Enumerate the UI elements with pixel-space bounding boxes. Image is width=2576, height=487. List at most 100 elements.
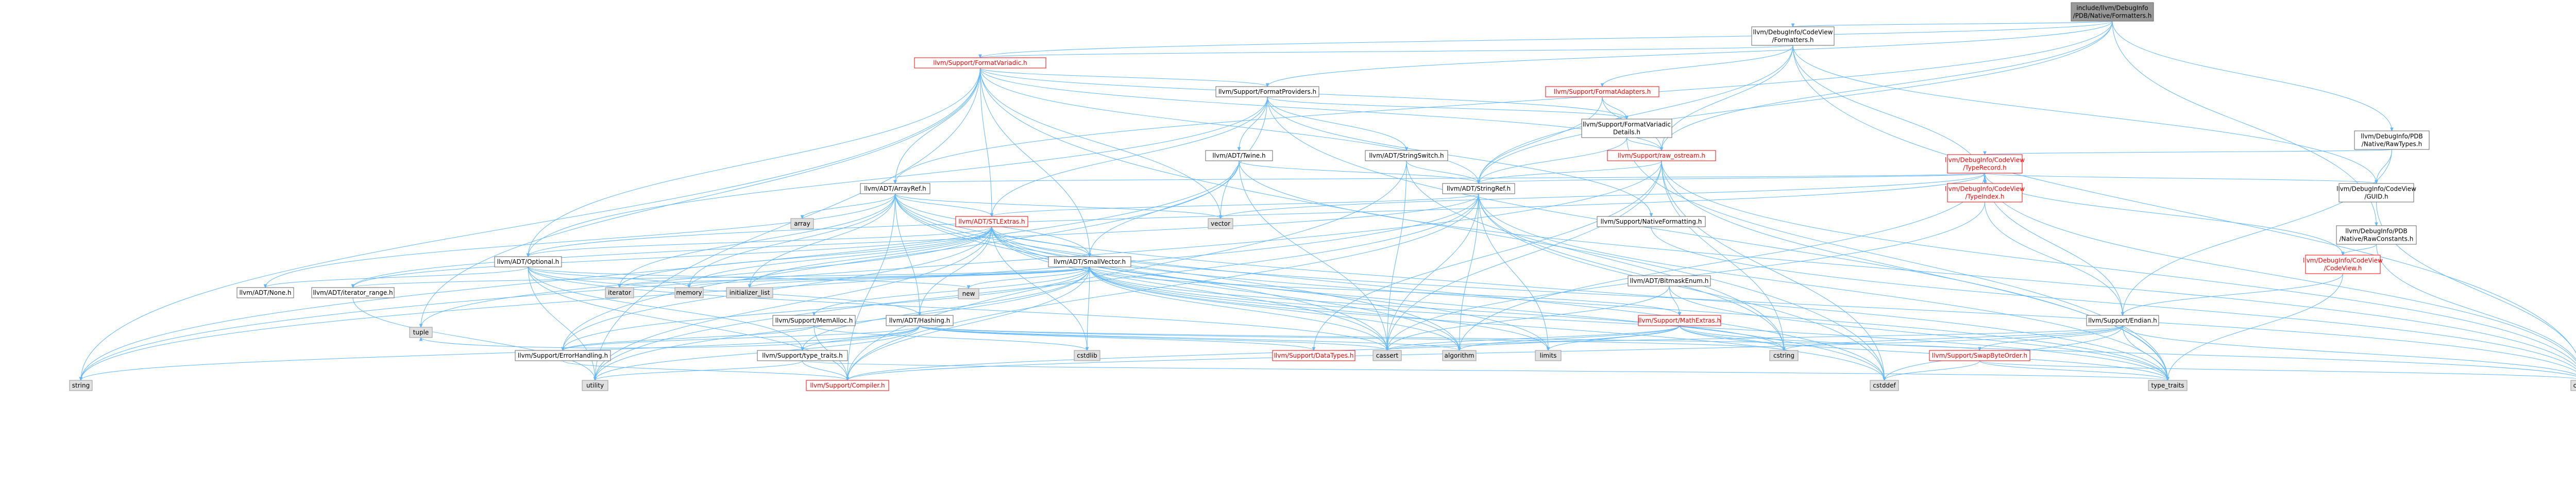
edge-smallvector-to-cstring — [1089, 266, 1784, 350]
edge-formatvariadic-to-optional — [528, 68, 980, 257]
node-nativeformatting[interactable]: llvm/Support/NativeFormatting.h — [1597, 216, 1706, 227]
node-box — [1048, 256, 1131, 267]
edge-memalloc-to-cstdlib — [814, 325, 1087, 350]
edge-smallvector-to-errorhandling — [563, 266, 1090, 350]
edge-twine-to-smallvector — [1090, 160, 1240, 257]
node-arrayref[interactable]: llvm/ADT/ArrayRef.h — [860, 183, 930, 194]
node-endian[interactable]: llvm/Support/Endian.h — [2086, 315, 2159, 326]
edge-smallvector-to-compiler — [848, 266, 1090, 380]
edge-formatvariadic-to-stlextras — [980, 68, 992, 216]
edge-stringswitch-to-compiler — [848, 160, 1407, 380]
node-hashing[interactable]: llvm/ADT/Hashing.h — [886, 315, 954, 326]
node-compiler[interactable]: llvm/Support/Compiler.h — [806, 380, 889, 391]
node-label: cstdint — [2573, 382, 2576, 389]
node-typerecord[interactable]: llvm/DebugInfo/CodeView/TypeRecord.h — [1945, 154, 2025, 174]
node-label: llvm/ADT/Optional.h — [497, 258, 559, 265]
edge-root-to-formatvariadic — [980, 21, 2113, 58]
node-cv_formatters[interactable]: llvm/DebugInfo/CodeView/Formatters.h — [1751, 26, 1835, 46]
node-box — [1870, 380, 1899, 391]
node-formatproviders[interactable]: llvm/Support/FormatProviders.h — [1215, 86, 1319, 97]
node-guid[interactable]: llvm/DebugInfo/CodeView/GUID.h — [2336, 183, 2416, 203]
node-stlextras[interactable]: llvm/ADT/STLExtras.h — [955, 216, 1028, 227]
edge-stlextras-to-smallvector — [991, 226, 1090, 257]
edge-type_traits_llvm-to-compiler — [802, 360, 848, 380]
node-type_traits_llvm[interactable]: llvm/Support/type_traits.h — [757, 350, 848, 361]
edge-memalloc-to-errorhandling — [563, 325, 815, 350]
edge-stringref-to-cstddef — [1478, 193, 1885, 380]
edge-twine-to-string — [81, 160, 1240, 380]
node-stringswitch[interactable]: llvm/ADT/StringSwitch.h — [1365, 150, 1448, 161]
node-formatadapters[interactable]: llvm/Support/FormatAdapters.h — [1545, 86, 1659, 97]
node-twine[interactable]: llvm/ADT/Twine.h — [1205, 150, 1273, 161]
node-iterator_range[interactable]: llvm/ADT/iterator_range.h — [311, 287, 395, 298]
edge-errorhandling-to-compiler — [563, 360, 848, 380]
node-box — [958, 288, 979, 299]
edge-cv_formatters-to-cstdint — [1792, 45, 2576, 354]
edge-smallvector-to-new — [969, 266, 1090, 289]
edge-arrayref-to-array — [802, 193, 895, 219]
node-box — [2338, 183, 2414, 203]
node-root[interactable]: include/llvm/DebugInfo/PDB/Native/Format… — [2071, 2, 2154, 22]
edge-arrayref-to-cassert — [895, 193, 1387, 350]
node-label: /Native/RawTypes.h — [2362, 141, 2422, 148]
node-label: llvm/Support/FormatAdapters.h — [1554, 88, 1651, 95]
node-smallvector[interactable]: llvm/ADT/SmallVector.h — [1048, 256, 1131, 267]
edge-optional-to-memory — [528, 266, 689, 288]
node-box — [1545, 86, 1659, 97]
edge-arrayref-to-algorithm — [895, 193, 1460, 350]
node-pdb_rawtypes[interactable]: llvm/DebugInfo/PDB/Native/RawTypes.h — [2354, 130, 2430, 150]
node-label: llvm/ADT/iterator_range.h — [313, 289, 393, 296]
edge-optional-to-cassert — [528, 266, 1387, 350]
edge-typerecord-to-vector — [1221, 173, 1985, 219]
edge-type_traits_llvm-to-type_traits — [802, 360, 2168, 380]
node-memalloc[interactable]: llvm/Support/MemAlloc.h — [772, 315, 856, 326]
edge-hashing-to-errorhandling — [563, 325, 920, 350]
node-algorithm: algorithm — [1442, 350, 1477, 361]
node-errorhandling[interactable]: llvm/Support/ErrorHandling.h — [515, 350, 611, 361]
edge-root-to-formatproviders — [1267, 21, 2113, 87]
node-label: /Native/RawConstants.h — [2340, 236, 2414, 243]
node-cassert: cassert — [1372, 350, 1402, 361]
node-formatvariadic[interactable]: llvm/Support/FormatVariadic.h — [914, 57, 1046, 69]
edge-root-to-stringref — [1479, 21, 2113, 183]
node-optional[interactable]: llvm/ADT/Optional.h — [494, 256, 562, 267]
node-label: /PDB/Native/Formatters.h — [2073, 12, 2152, 20]
node-datatypes[interactable]: llvm/Support/DataTypes.h — [1272, 350, 1355, 361]
edge-cv_formatters-to-guid — [1792, 45, 2377, 183]
edge-stlextras-to-utility — [595, 226, 992, 380]
node-cv_codeview[interactable]: llvm/DebugInfo/CodeView/CodeView.h — [2303, 255, 2383, 274]
node-label: cassert — [1376, 352, 1399, 359]
edge-formatvariadic-to-raw_ostream — [980, 68, 1662, 150]
edge-endian-to-cstdint — [2122, 325, 2576, 375]
edge-smallvector-to-memalloc — [814, 266, 1090, 315]
node-raw_ostream[interactable]: llvm/Support/raw_ostream.h — [1607, 150, 1716, 161]
node-label: llvm/Support/ErrorHandling.h — [518, 352, 608, 359]
node-box — [1628, 275, 1711, 287]
node-swapbyteorder[interactable]: llvm/Support/SwapByteOrder.h — [1929, 350, 2030, 361]
edge-arrayref-to-none — [265, 193, 895, 288]
node-label: llvm/ADT/ArrayRef.h — [864, 185, 926, 192]
edge-optional-to-type_traits_llvm — [528, 266, 803, 350]
node-mathextras[interactable]: llvm/Support/MathExtras.h — [1638, 315, 1721, 326]
node-label: new — [962, 290, 975, 297]
edge-formatvariadicdetails-to-raw_ostream — [1626, 137, 1662, 150]
node-pdb_rawconstants[interactable]: llvm/DebugInfo/PDB/Native/RawConstants.h — [2336, 225, 2417, 245]
node-memory: memory — [674, 287, 704, 298]
node-stringref[interactable]: llvm/ADT/StringRef.h — [1442, 183, 1515, 194]
edge-pdb_rawtypes-to-typerecord — [1985, 149, 2392, 155]
node-box — [772, 315, 856, 326]
edge-stlextras-to-tuple — [421, 226, 992, 327]
edge-stlextras-to-limits — [991, 226, 1548, 350]
node-none[interactable]: llvm/ADT/None.h — [236, 287, 294, 298]
edge-cv_formatters-to-formatvariadic — [980, 45, 1793, 58]
node-typeindex[interactable]: llvm/DebugInfo/CodeView/TypeIndex.h — [1945, 183, 2025, 203]
node-box — [1769, 350, 1799, 361]
edge-arrayref-to-hashing — [895, 193, 920, 315]
edge-nativeformatting-to-cstdint — [1651, 226, 2576, 370]
node-bitmaskenum[interactable]: llvm/ADT/BitmaskEnum.h — [1628, 275, 1711, 287]
node-label: llvm/Support/MemAlloc.h — [775, 317, 853, 324]
edge-smallvector-to-algorithm — [1089, 266, 1460, 350]
node-label: llvm/DebugInfo/CodeView — [1945, 186, 2025, 193]
node-label: include/llvm/DebugInfo — [2076, 5, 2148, 12]
